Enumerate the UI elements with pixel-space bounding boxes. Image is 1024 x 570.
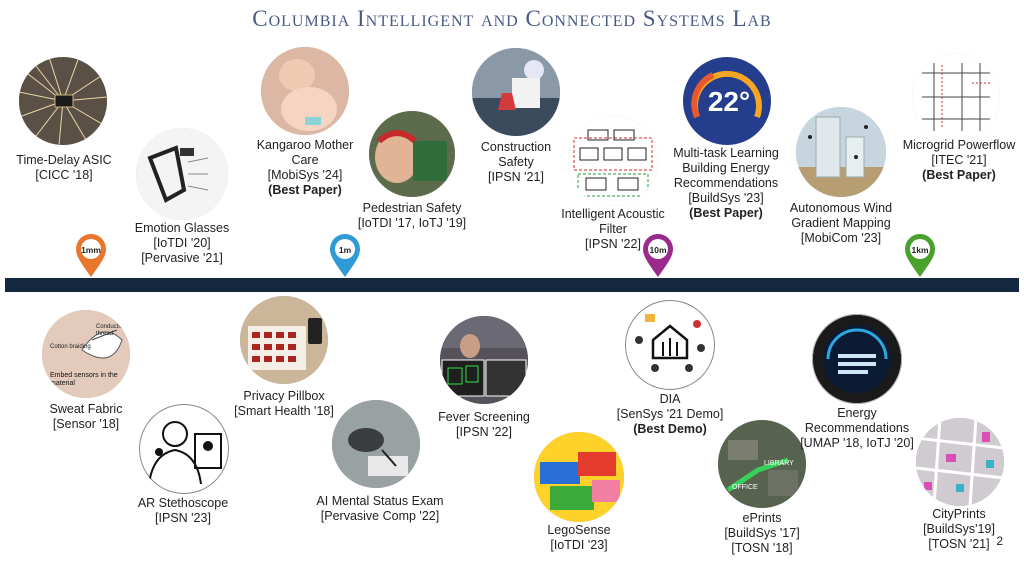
dia-smart-home-image bbox=[625, 300, 715, 390]
pedestrian-headset-image bbox=[369, 111, 455, 197]
project-label-legosense: LegoSense [IoTDI '23] bbox=[547, 523, 611, 552]
project-label-privacy-pillbox: Privacy Pillbox [Smart Health '18] bbox=[234, 389, 334, 418]
temperature-readout: 22° bbox=[708, 86, 750, 117]
scale-timeline-band bbox=[5, 278, 1019, 292]
fever-screening-image bbox=[440, 316, 528, 404]
acoustic-filter-diagram bbox=[568, 116, 658, 206]
emotion-glasses-image bbox=[136, 128, 228, 220]
page-number: 2 bbox=[996, 534, 1003, 548]
project-label-eprints: ePrints [BuildSys '17] [TOSN '18] bbox=[724, 511, 800, 555]
page-title: Columbia Intelligent and Connected Syste… bbox=[252, 6, 772, 31]
construction-site-image bbox=[472, 48, 560, 136]
scale-marker-1km: 1km bbox=[903, 232, 937, 278]
privacy-pillbox-image bbox=[240, 296, 328, 384]
award-badge: (Best Demo) bbox=[633, 422, 707, 436]
lego-bricks-image bbox=[534, 432, 624, 522]
project-label-ar-stethoscope: AR Stethoscope [IPSN '23] bbox=[137, 496, 229, 525]
wind-mapping-image bbox=[796, 107, 886, 197]
cityprints-map-image bbox=[916, 418, 1004, 506]
project-label-time-delay-asic: Time-Delay ASIC [CICC '18] bbox=[16, 153, 112, 182]
project-label-pedestrian-safety: Pedestrian Safety [IoTDI '17, IoTJ '19] bbox=[357, 201, 467, 230]
scale-marker-10m: 10m bbox=[641, 232, 675, 278]
award-badge: (Best Paper) bbox=[268, 183, 342, 197]
eprints-map-image: LIBRARY OFFICE bbox=[718, 420, 806, 508]
ar-stethoscope-image bbox=[139, 404, 229, 494]
award-badge: (Best Paper) bbox=[689, 206, 763, 220]
project-label-sweat-fabric: Sweat Fabric [Sensor '18] bbox=[49, 402, 123, 431]
project-label-construction-safety: Construction Safety [IPSN '21] bbox=[480, 140, 552, 184]
energy-watch-image bbox=[812, 314, 902, 404]
project-label-kangaroo-care: Kangaroo Mother Care [MobiSys '24] (Best… bbox=[235, 138, 375, 198]
scale-marker-1mm: 1mm bbox=[74, 232, 108, 278]
microgrid-diagram bbox=[912, 53, 1000, 141]
project-label-emotion-glasses: Emotion Glasses [IoTDI '20] [Pervasive '… bbox=[134, 221, 230, 265]
mental-status-exam-image bbox=[332, 400, 420, 488]
baby-image bbox=[261, 47, 349, 135]
scale-marker-1m: 1m bbox=[328, 232, 362, 278]
award-badge: (Best Paper) bbox=[922, 168, 996, 182]
sweat-fabric-image: Conductive thread Cotton braiding Embed … bbox=[42, 310, 130, 398]
project-label-dia: DIA [SenSys '21 Demo] (Best Demo) bbox=[600, 392, 740, 437]
project-label-fever-screening: Fever Screening [IPSN '22] bbox=[438, 410, 530, 439]
project-label-cityprints: CityPrints [BuildSys'19] [TOSN '21] bbox=[923, 507, 995, 551]
asic-chip-image bbox=[19, 57, 107, 145]
project-label-microgrid: Microgrid Powerflow [ITEC '21] (Best Pap… bbox=[889, 138, 1024, 183]
project-label-mental-status-exam: AI Mental Status Exam [Pervasive Comp '2… bbox=[316, 494, 444, 523]
project-label-wind-mapping: Autonomous Wind Gradient Mapping [MobiCo… bbox=[789, 201, 893, 245]
project-label-building-energy: Multi-task Learning Building Energy Reco… bbox=[656, 146, 796, 221]
project-label-acoustic-filter: Intelligent Acoustic Filter [IPSN '22] bbox=[561, 207, 665, 251]
project-label-energy-recommendations: Energy Recommendations [UMAP '18, IoTJ '… bbox=[800, 406, 914, 450]
thermostat-image: 22° bbox=[683, 57, 771, 145]
